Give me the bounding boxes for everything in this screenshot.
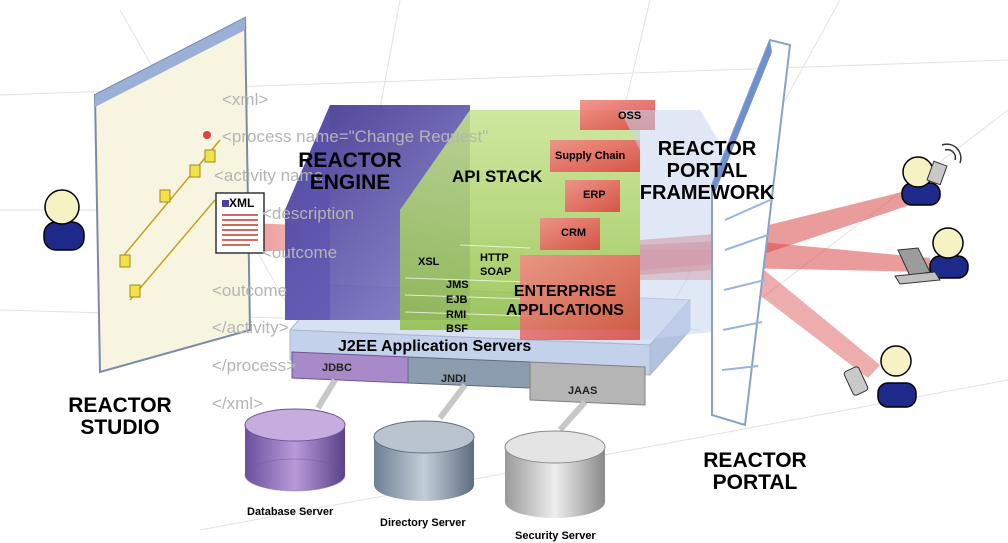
security-server-icon xyxy=(504,430,606,518)
crm-label: CRM xyxy=(561,227,587,239)
xml-document-icon xyxy=(215,192,265,254)
mobile-user-icon xyxy=(901,143,962,206)
directory-server-icon xyxy=(373,420,475,501)
database-server-icon xyxy=(244,408,346,492)
xsl-label: XSL xyxy=(418,256,440,268)
xml-doc-label: XML xyxy=(229,196,255,210)
studio-screen xyxy=(93,16,252,374)
supply-chain-label: Supply Chain xyxy=(555,150,626,162)
xml-code-line: <activity name xyxy=(214,166,324,185)
reactor-portal-label-line: PORTAL xyxy=(712,471,798,494)
jndi-slab xyxy=(407,356,531,389)
portal-screen xyxy=(711,38,792,427)
reactor-studio-label: REACTOR STUDIO xyxy=(50,395,190,439)
xml-code-line: </xml> xyxy=(212,394,264,413)
xml-code-line: <process name="Change Request" xyxy=(222,127,489,146)
j2ee-label: J2EE Application Servers xyxy=(338,338,532,355)
xml-code-line: <outcome xyxy=(212,281,288,300)
xml-code-line: </activity> xyxy=(212,318,289,337)
xml-code-line: <xml> xyxy=(222,90,269,109)
jms-label: JMS xyxy=(446,279,469,291)
soap-label: SOAP xyxy=(480,266,512,278)
jndi-label: JNDI xyxy=(441,373,467,385)
directory-server-label: Directory Server xyxy=(380,517,466,529)
api-stack-label: API STACK xyxy=(452,167,543,186)
laptop-user-icon xyxy=(894,227,969,285)
portal-framework-label-line: REACTOR xyxy=(657,138,757,160)
reactor-portal-framework-label: REACTOR PORTAL FRAMEWORK xyxy=(632,138,782,204)
pda-user-icon xyxy=(843,345,917,408)
studio-user-icon xyxy=(43,189,85,251)
portal-framework-label-line: FRAMEWORK xyxy=(639,182,775,204)
server-connectors xyxy=(315,378,588,432)
reactor-studio-label-line: STUDIO xyxy=(80,416,160,439)
reactor-portal-label-line: REACTOR xyxy=(703,449,807,472)
bsf-label: BSF xyxy=(446,323,468,335)
portal-framework-label-line: PORTAL xyxy=(666,160,748,182)
reactor-studio-label-line: REACTOR xyxy=(68,394,172,417)
xml-code-line: <outcome xyxy=(262,243,338,262)
xml-code-line: <description xyxy=(262,204,355,223)
xml-code-line: </process> xyxy=(212,356,297,375)
enterprise-label-line: ENTERPRISE xyxy=(513,283,617,300)
ejb-label: EJB xyxy=(446,294,468,306)
enterprise-blocks xyxy=(520,100,655,340)
enterprise-label-line: APPLICATIONS xyxy=(506,302,624,319)
portal-framework-block xyxy=(620,110,730,340)
enterprise-applications-label: ENTERPRISE APPLICATIONS xyxy=(490,282,640,320)
rmi-label: RMI xyxy=(446,309,467,321)
reactor-engine-label: REACTOR ENGINE xyxy=(295,150,405,194)
jaas-label: JAAS xyxy=(568,385,598,397)
database-server-label: Database Server xyxy=(247,506,334,518)
reactor-engine-label-line: ENGINE xyxy=(309,171,391,194)
jdbc-label: JDBC xyxy=(322,362,352,374)
oss-label: OSS xyxy=(618,110,642,122)
reactor-portal-label: REACTOR PORTAL xyxy=(685,450,825,494)
erp-label: ERP xyxy=(583,189,606,201)
reactor-engine-label-line: REACTOR xyxy=(298,149,402,172)
jaas-slab xyxy=(529,361,646,406)
http-label: HTTP xyxy=(480,252,509,264)
security-server-label: Security Server xyxy=(515,530,596,542)
